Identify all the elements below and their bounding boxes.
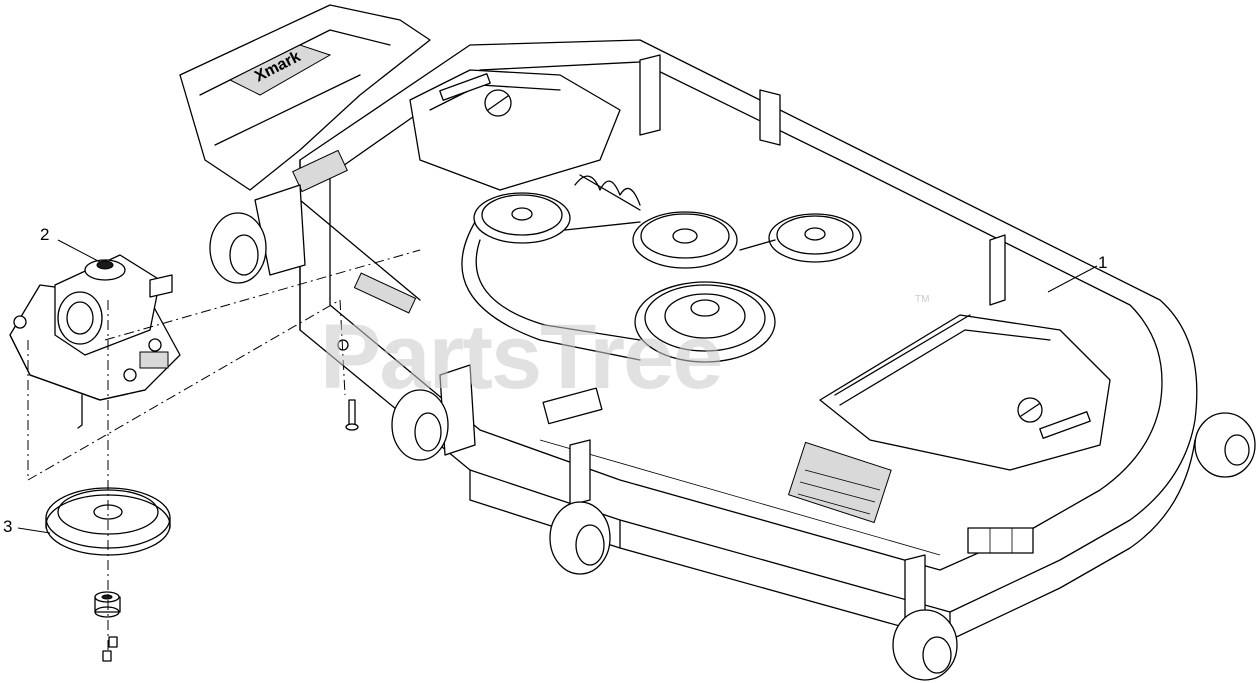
callout-3: 3 [3, 517, 51, 536]
callout-2: 2 [40, 225, 101, 263]
mower-deck: Xmark [179, 4, 1256, 681]
watermark-tm: TM [915, 294, 929, 305]
assembly-centerlines [27, 249, 421, 650]
gearbox [9, 254, 181, 429]
right-spindle-pulley [768, 213, 862, 263]
set-screw [102, 636, 118, 662]
callout-2-label: 2 [40, 225, 49, 244]
callout-1-label: 1 [1098, 253, 1107, 272]
center-spindle-pulley [634, 281, 776, 363]
center-rear-pulley [632, 211, 738, 269]
watermark: PartsTree TM [320, 294, 929, 408]
watermark-text: PartsTree [320, 306, 721, 408]
left-spindle-pulley [473, 192, 571, 244]
callout-3-label: 3 [3, 517, 12, 536]
callout-1: 1 [1047, 253, 1107, 293]
